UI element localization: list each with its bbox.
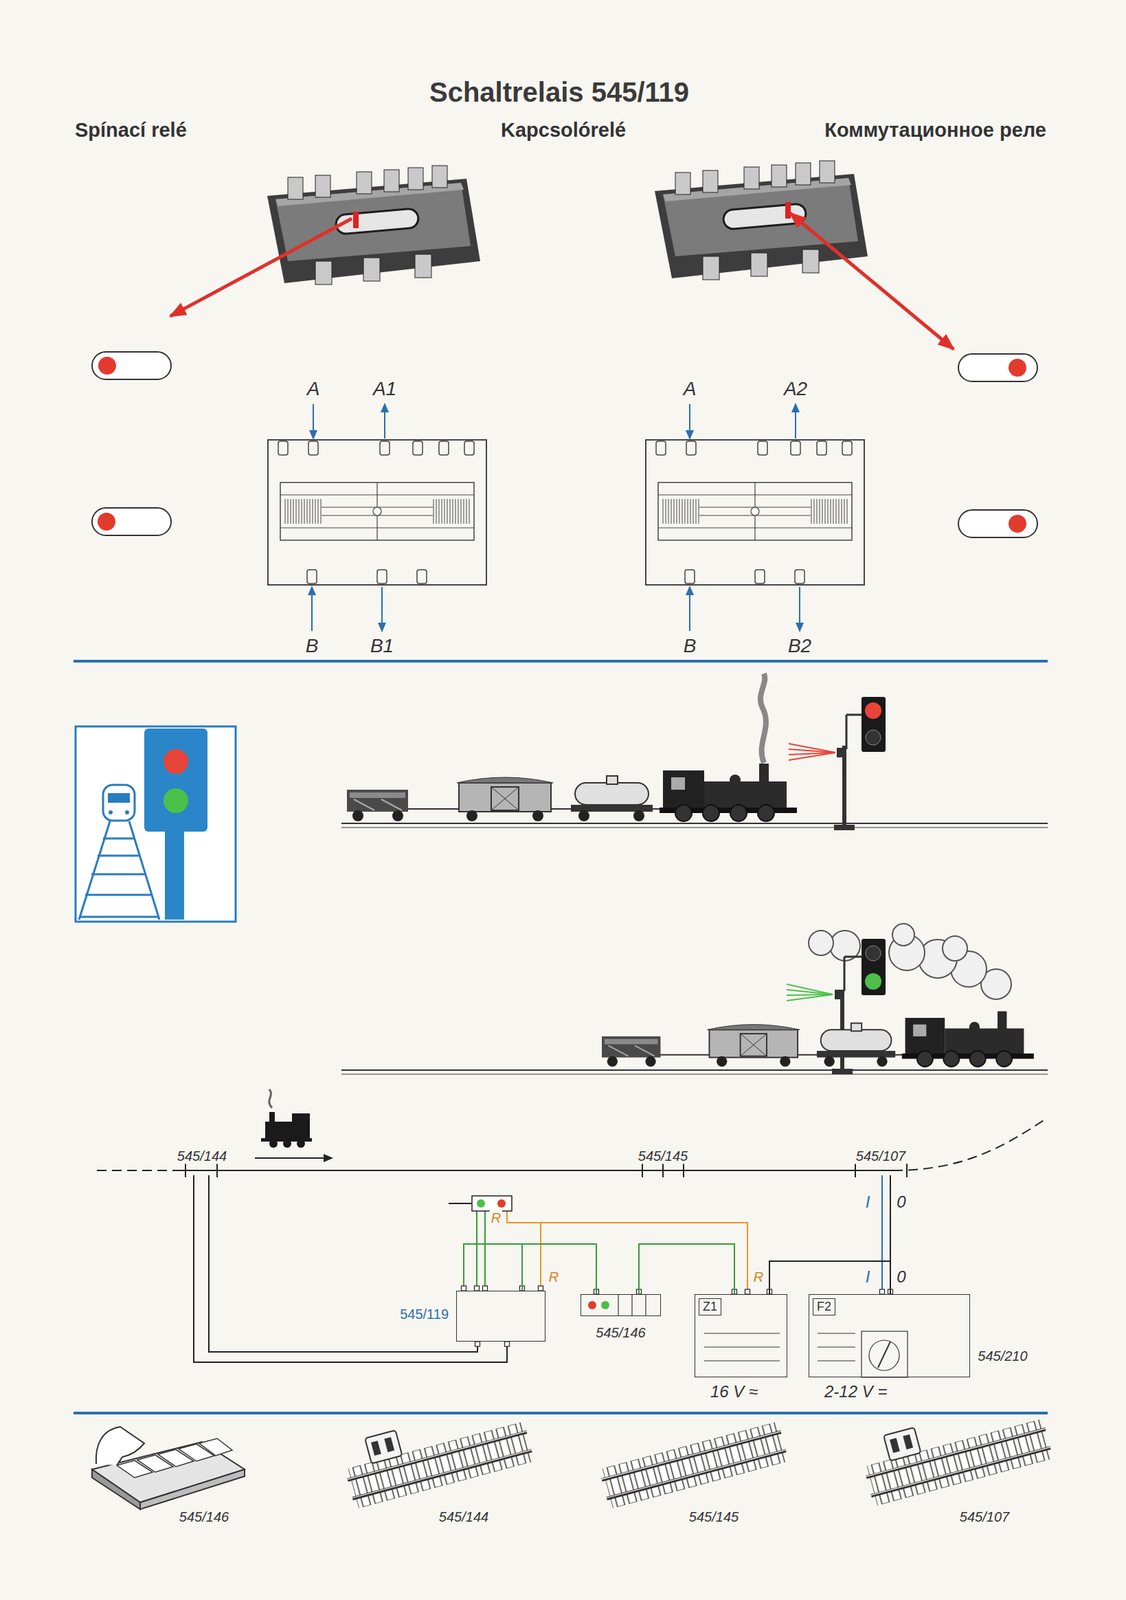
signal-icon [75, 726, 236, 922]
node-label: F2 [812, 1297, 836, 1315]
terminal-label: B [682, 634, 698, 657]
part-number: 545/146 [177, 1508, 231, 1525]
device-details [588, 1293, 908, 1377]
node-note: 545/210 [977, 1347, 1028, 1364]
terminal-label: B2 [786, 634, 813, 657]
part-number: 545/144 [437, 1508, 490, 1525]
product-track-144 [338, 1396, 536, 1509]
track-plan [96, 1088, 1048, 1177]
wire-label: I [864, 1191, 872, 1212]
node-label: 545/146 [595, 1324, 646, 1341]
divider [73, 1411, 1048, 1414]
terminals [461, 1285, 894, 1346]
node-note: 2-12 V = [824, 1381, 887, 1401]
relay-box: 545/119 [456, 1290, 546, 1342]
terminal-label: B1 [368, 634, 396, 657]
transformer-box: Z116 V ≈ [694, 1293, 788, 1377]
terminal-label: A2 [782, 377, 809, 400]
language-label: Коммутационное реле [823, 118, 1048, 142]
train-scene-green [341, 923, 1048, 1074]
terminal-label: A [682, 377, 698, 400]
controller-box: F2545/2102-12 V = [808, 1293, 971, 1377]
wire-label: I [864, 1266, 872, 1287]
wire [769, 1260, 891, 1294]
divider [73, 659, 1048, 663]
product-track-145 [599, 1420, 789, 1509]
part-number: 545/144 [175, 1147, 229, 1164]
panel-box: 545/146 [580, 1293, 661, 1316]
part-number: 545/107 [854, 1147, 907, 1164]
part-number: 545/107 [958, 1508, 1011, 1525]
indicator-pills [92, 351, 1038, 538]
wire-label: 0 [895, 1266, 907, 1287]
relay-photos [267, 160, 868, 285]
train-scene-red [341, 673, 1048, 830]
wire-label: 0 [895, 1191, 907, 1212]
wiring [193, 1174, 891, 1362]
terminal-label: A [305, 377, 322, 400]
wire [522, 1243, 597, 1294]
wire-label: R [489, 1209, 503, 1226]
language-label: Kapcsolórelé [499, 118, 628, 142]
wire-label: R [752, 1268, 765, 1285]
wire [638, 1243, 735, 1294]
language-label: Spínací relé [73, 118, 189, 142]
relay-schematics [267, 439, 865, 585]
terminal-label: A1 [371, 377, 398, 400]
title: Schaltrelais 545/119 [429, 76, 690, 108]
node-note: 16 V ≈ [710, 1381, 758, 1401]
red-arrows [170, 212, 954, 349]
node-label: 545/119 [399, 1305, 449, 1322]
part-number: 545/145 [687, 1508, 740, 1525]
product-546-146 [92, 1426, 245, 1509]
terminal-arrows [311, 403, 800, 631]
terminal-label: B [304, 634, 321, 657]
wire-label: R [547, 1268, 560, 1285]
signal-symbol [471, 1195, 512, 1211]
node-label: Z1 [698, 1297, 722, 1315]
part-number: 545/145 [636, 1147, 690, 1164]
product-track-107 [857, 1393, 1054, 1506]
